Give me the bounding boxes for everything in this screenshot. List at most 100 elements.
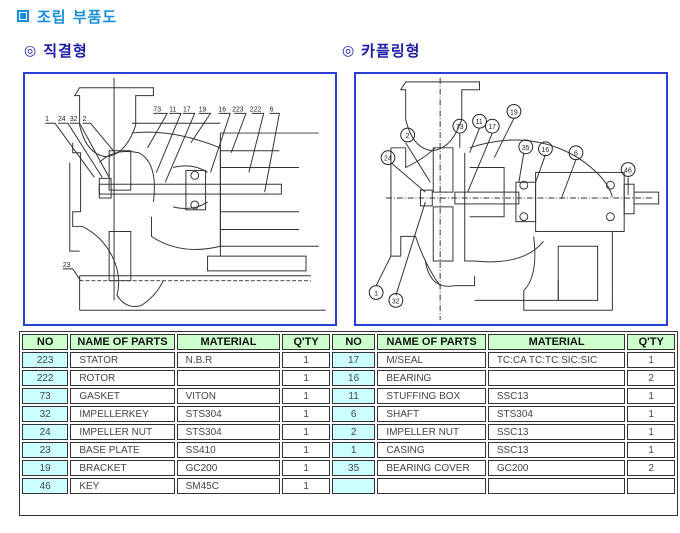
- part-label: 24: [384, 156, 392, 163]
- material-cell: SSC13: [487, 424, 626, 440]
- part-label: 17: [488, 124, 496, 131]
- diagram-heading-text: 직결형: [43, 42, 88, 60]
- part-name-cell: M/SEAL: [377, 352, 486, 368]
- part-number-cell: 223: [22, 352, 69, 368]
- part-label: 24: [58, 116, 66, 123]
- diagram-heading-direct: ◎ 직결형: [24, 40, 88, 61]
- part-label: 6: [574, 151, 578, 158]
- part-label: 32: [392, 298, 400, 305]
- quantity-cell: 1: [282, 406, 330, 422]
- part-number-cell: 24: [22, 424, 69, 440]
- part-label: 11: [476, 119, 483, 126]
- part-number-cell: 19: [22, 460, 69, 476]
- quantity-cell: 1: [627, 352, 675, 368]
- material-cell: SM45C: [176, 478, 281, 494]
- header-qty: Q'TY: [282, 334, 330, 350]
- material-cell: SSC13: [487, 442, 626, 458]
- part-name-cell: CASING: [377, 442, 486, 458]
- part-label: 19: [199, 106, 207, 113]
- part-number-cell: 73: [22, 388, 69, 404]
- part-name-cell: BRACKET: [70, 460, 175, 476]
- material-cell: VITON: [176, 388, 281, 404]
- quantity-cell: 2: [627, 370, 675, 386]
- part-name-cell: IMPELLERKEY: [70, 406, 175, 422]
- quantity-cell: 1: [282, 370, 330, 386]
- part-name-cell: STUFFING BOX: [377, 388, 486, 404]
- header-material: MATERIAL: [487, 334, 626, 350]
- material-cell: [487, 478, 626, 494]
- quantity-cell: 1: [282, 478, 330, 494]
- part-number-cell: 1: [331, 442, 376, 458]
- part-label: 1: [45, 116, 49, 123]
- part-number-cell: 17: [331, 352, 376, 368]
- coupling-pump-drawing: 2 24 73 11 17 19 35 16 6 46 1 32: [368, 77, 660, 321]
- quantity-cell: 1: [282, 424, 330, 440]
- header-name: NAME OF PARTS: [70, 334, 175, 350]
- table-header-row: NO NAME OF PARTS MATERIAL Q'TY NO NAME O…: [22, 334, 675, 350]
- part-name-cell: GASKET: [70, 388, 175, 404]
- part-name-cell: IMPELLER NUT: [377, 424, 486, 440]
- part-label: 11: [169, 106, 176, 113]
- part-number-cell: 35: [331, 460, 376, 476]
- part-label: 73: [456, 124, 464, 131]
- part-number-cell: 2: [331, 424, 376, 440]
- part-number-cell: [331, 478, 376, 494]
- part-label: 19: [510, 109, 518, 116]
- part-name-cell: STATOR: [70, 352, 175, 368]
- material-cell: STS304: [487, 406, 626, 422]
- double-circle-bullet-icon: ◎: [342, 42, 356, 59]
- header-no: NO: [331, 334, 376, 350]
- part-number-cell: 32: [22, 406, 69, 422]
- quantity-cell: [627, 478, 675, 494]
- direct-pump-drawing: 1 24 32 2 73 11 17 19 16 223 222 6 23: [45, 77, 326, 311]
- part-label: 17: [183, 106, 191, 113]
- part-label: 16: [218, 106, 226, 113]
- part-label: 73: [153, 106, 161, 113]
- quantity-cell: 1: [282, 442, 330, 458]
- page-title-text: 조립 부품도: [37, 7, 118, 26]
- quantity-cell: 1: [627, 406, 675, 422]
- material-cell: SS410: [176, 442, 281, 458]
- part-label: 1: [374, 290, 378, 297]
- material-cell: [487, 370, 626, 386]
- part-number-cell: 23: [22, 442, 69, 458]
- part-name-cell: KEY: [70, 478, 175, 494]
- part-name-cell: ROTOR: [70, 370, 175, 386]
- part-label: 35: [522, 145, 530, 152]
- quantity-cell: 1: [282, 352, 330, 368]
- quantity-cell: 1: [627, 388, 675, 404]
- part-number-cell: 11: [331, 388, 376, 404]
- diagram-heading-coupling: ◎ 카플링형: [342, 40, 420, 61]
- material-cell: GC200: [176, 460, 281, 476]
- part-label: 222: [250, 106, 262, 113]
- parts-table: NO NAME OF PARTS MATERIAL Q'TY NO NAME O…: [19, 331, 678, 516]
- part-name-cell: SHAFT: [377, 406, 486, 422]
- part-name-cell: BASE PLATE: [70, 442, 175, 458]
- part-name-cell: IMPELLER NUT: [70, 424, 175, 440]
- material-cell: GC200: [487, 460, 626, 476]
- header-material: MATERIAL: [176, 334, 281, 350]
- material-cell: SSC13: [487, 388, 626, 404]
- part-number-cell: 16: [331, 370, 376, 386]
- page-title: 조립 부품도: [17, 6, 117, 26]
- direct-pump-diagram: 1 24 32 2 73 11 17 19 16 223 222 6 23: [23, 72, 337, 326]
- part-label: 2: [406, 133, 410, 140]
- double-circle-bullet-icon: ◎: [24, 42, 38, 59]
- quantity-cell: 1: [627, 424, 675, 440]
- part-label: 223: [232, 106, 244, 113]
- part-label: 2: [83, 116, 87, 123]
- part-name-cell: BEARING COVER: [377, 460, 486, 476]
- quantity-cell: 1: [282, 460, 330, 476]
- material-cell: TC:CA TC:TC SIC:SIC: [487, 352, 626, 368]
- part-label: 16: [542, 147, 550, 154]
- material-cell: STS304: [176, 424, 281, 440]
- material-cell: [176, 370, 281, 386]
